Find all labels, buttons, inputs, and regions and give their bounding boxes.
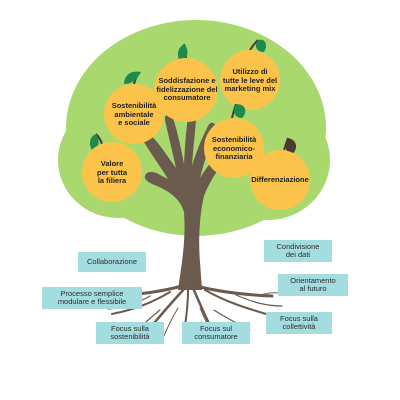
root-box-condivisione-dati: Condivisione dei dati: [264, 240, 332, 262]
root-box-focus-collettivita: Focus sulla collettività: [266, 312, 332, 334]
root-box-processo-semplice: Processo semplice modulare e flessibile: [42, 287, 142, 309]
fruit-soddisfazione: [154, 43, 218, 122]
fruit-sostenibilita-economica: [204, 103, 264, 178]
root-box-focus-sostenibilita: Focus sulla sostenibilità: [96, 322, 164, 344]
root-box-collaborazione: Collaborazione: [78, 252, 146, 272]
fruit-differenziazione: [250, 137, 310, 210]
fruit-valore-filiera: [82, 133, 142, 202]
fruit-leve-marketing: [220, 39, 280, 110]
fruit-sostenibilita-ambientale: [104, 71, 164, 144]
tree-trunk: [142, 113, 229, 290]
root-box-focus-consumatore: Focus sul consumatore: [182, 322, 250, 344]
root-box-orientamento-futuro: Orientamento al futuro: [278, 274, 348, 296]
